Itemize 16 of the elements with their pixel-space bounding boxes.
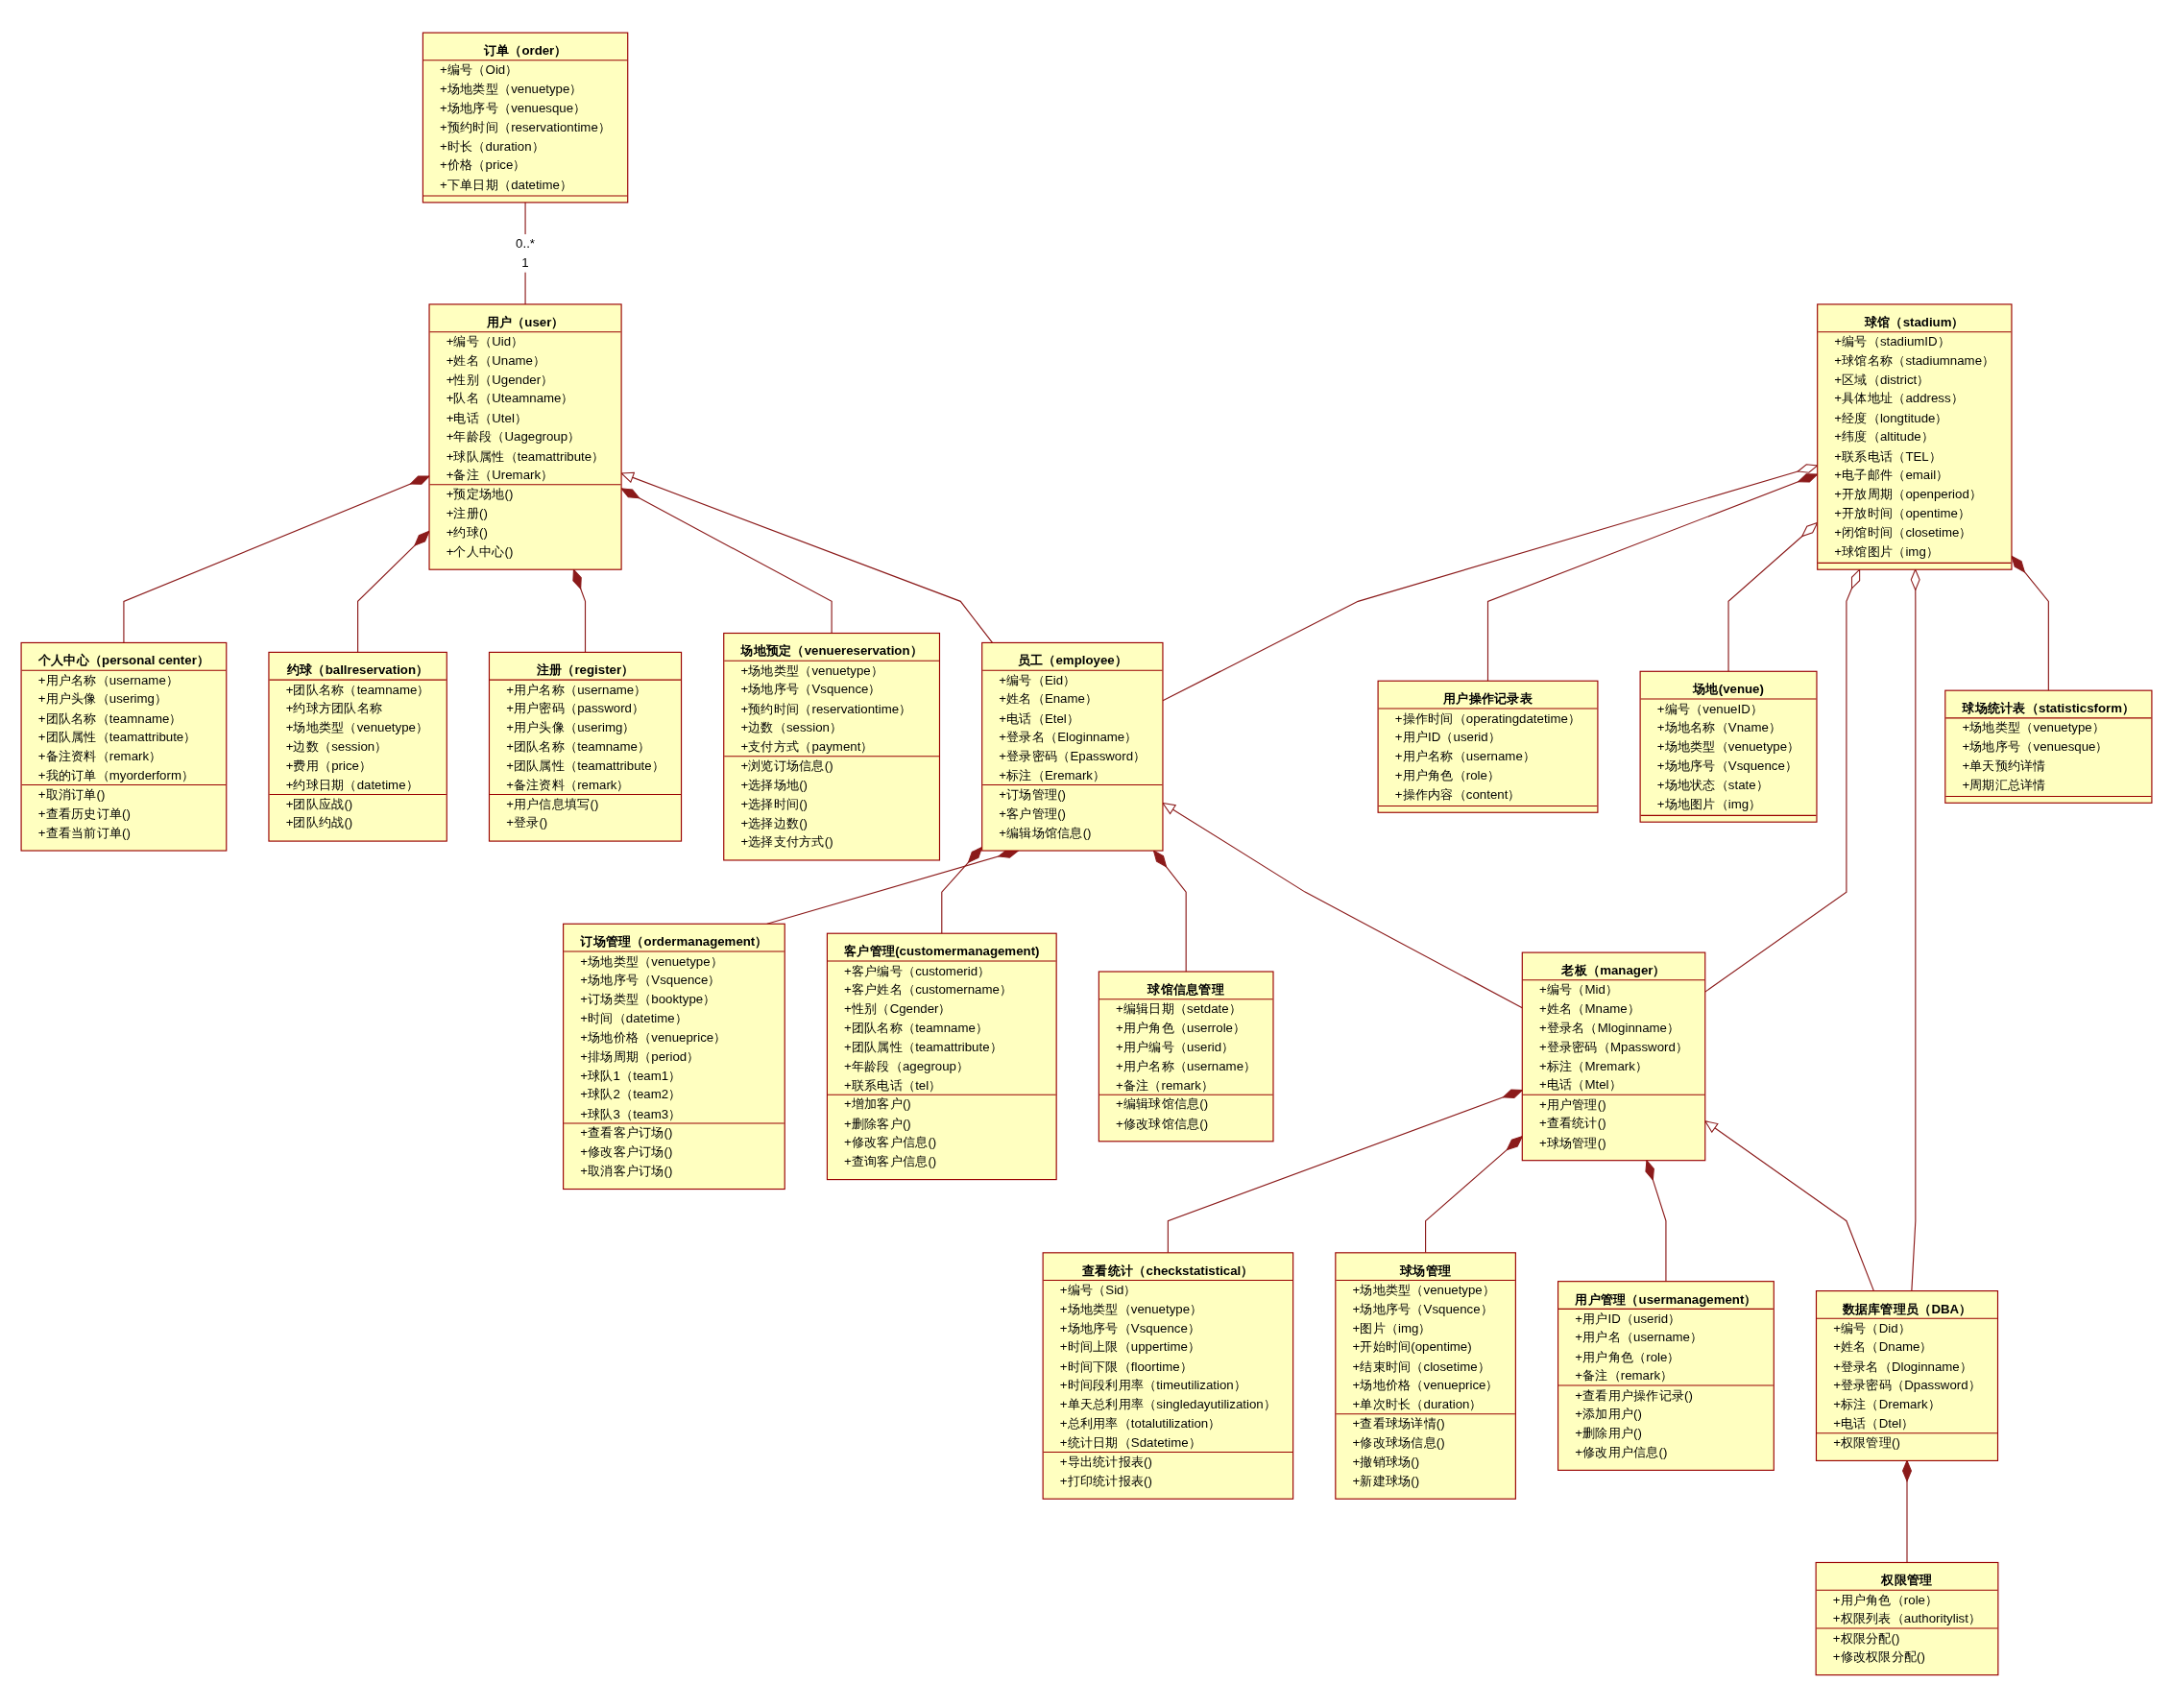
edge-label: 0..* 1: [516, 235, 536, 270]
connector: [1425, 1136, 1523, 1254]
connector: [357, 530, 430, 654]
connector: [123, 475, 430, 644]
connector: [572, 568, 587, 654]
arrow: [1162, 803, 1523, 1009]
connector: [1645, 1160, 1667, 1283]
connector: [1902, 1460, 1912, 1564]
connector: [1152, 850, 1187, 973]
arrow: [1704, 1120, 1874, 1292]
connector: [1704, 568, 1861, 993]
connector: [941, 847, 983, 934]
connector: [1162, 464, 1819, 702]
connector: [1910, 568, 1920, 1292]
connector: [1167, 1089, 1523, 1254]
connector: [2011, 555, 2049, 691]
